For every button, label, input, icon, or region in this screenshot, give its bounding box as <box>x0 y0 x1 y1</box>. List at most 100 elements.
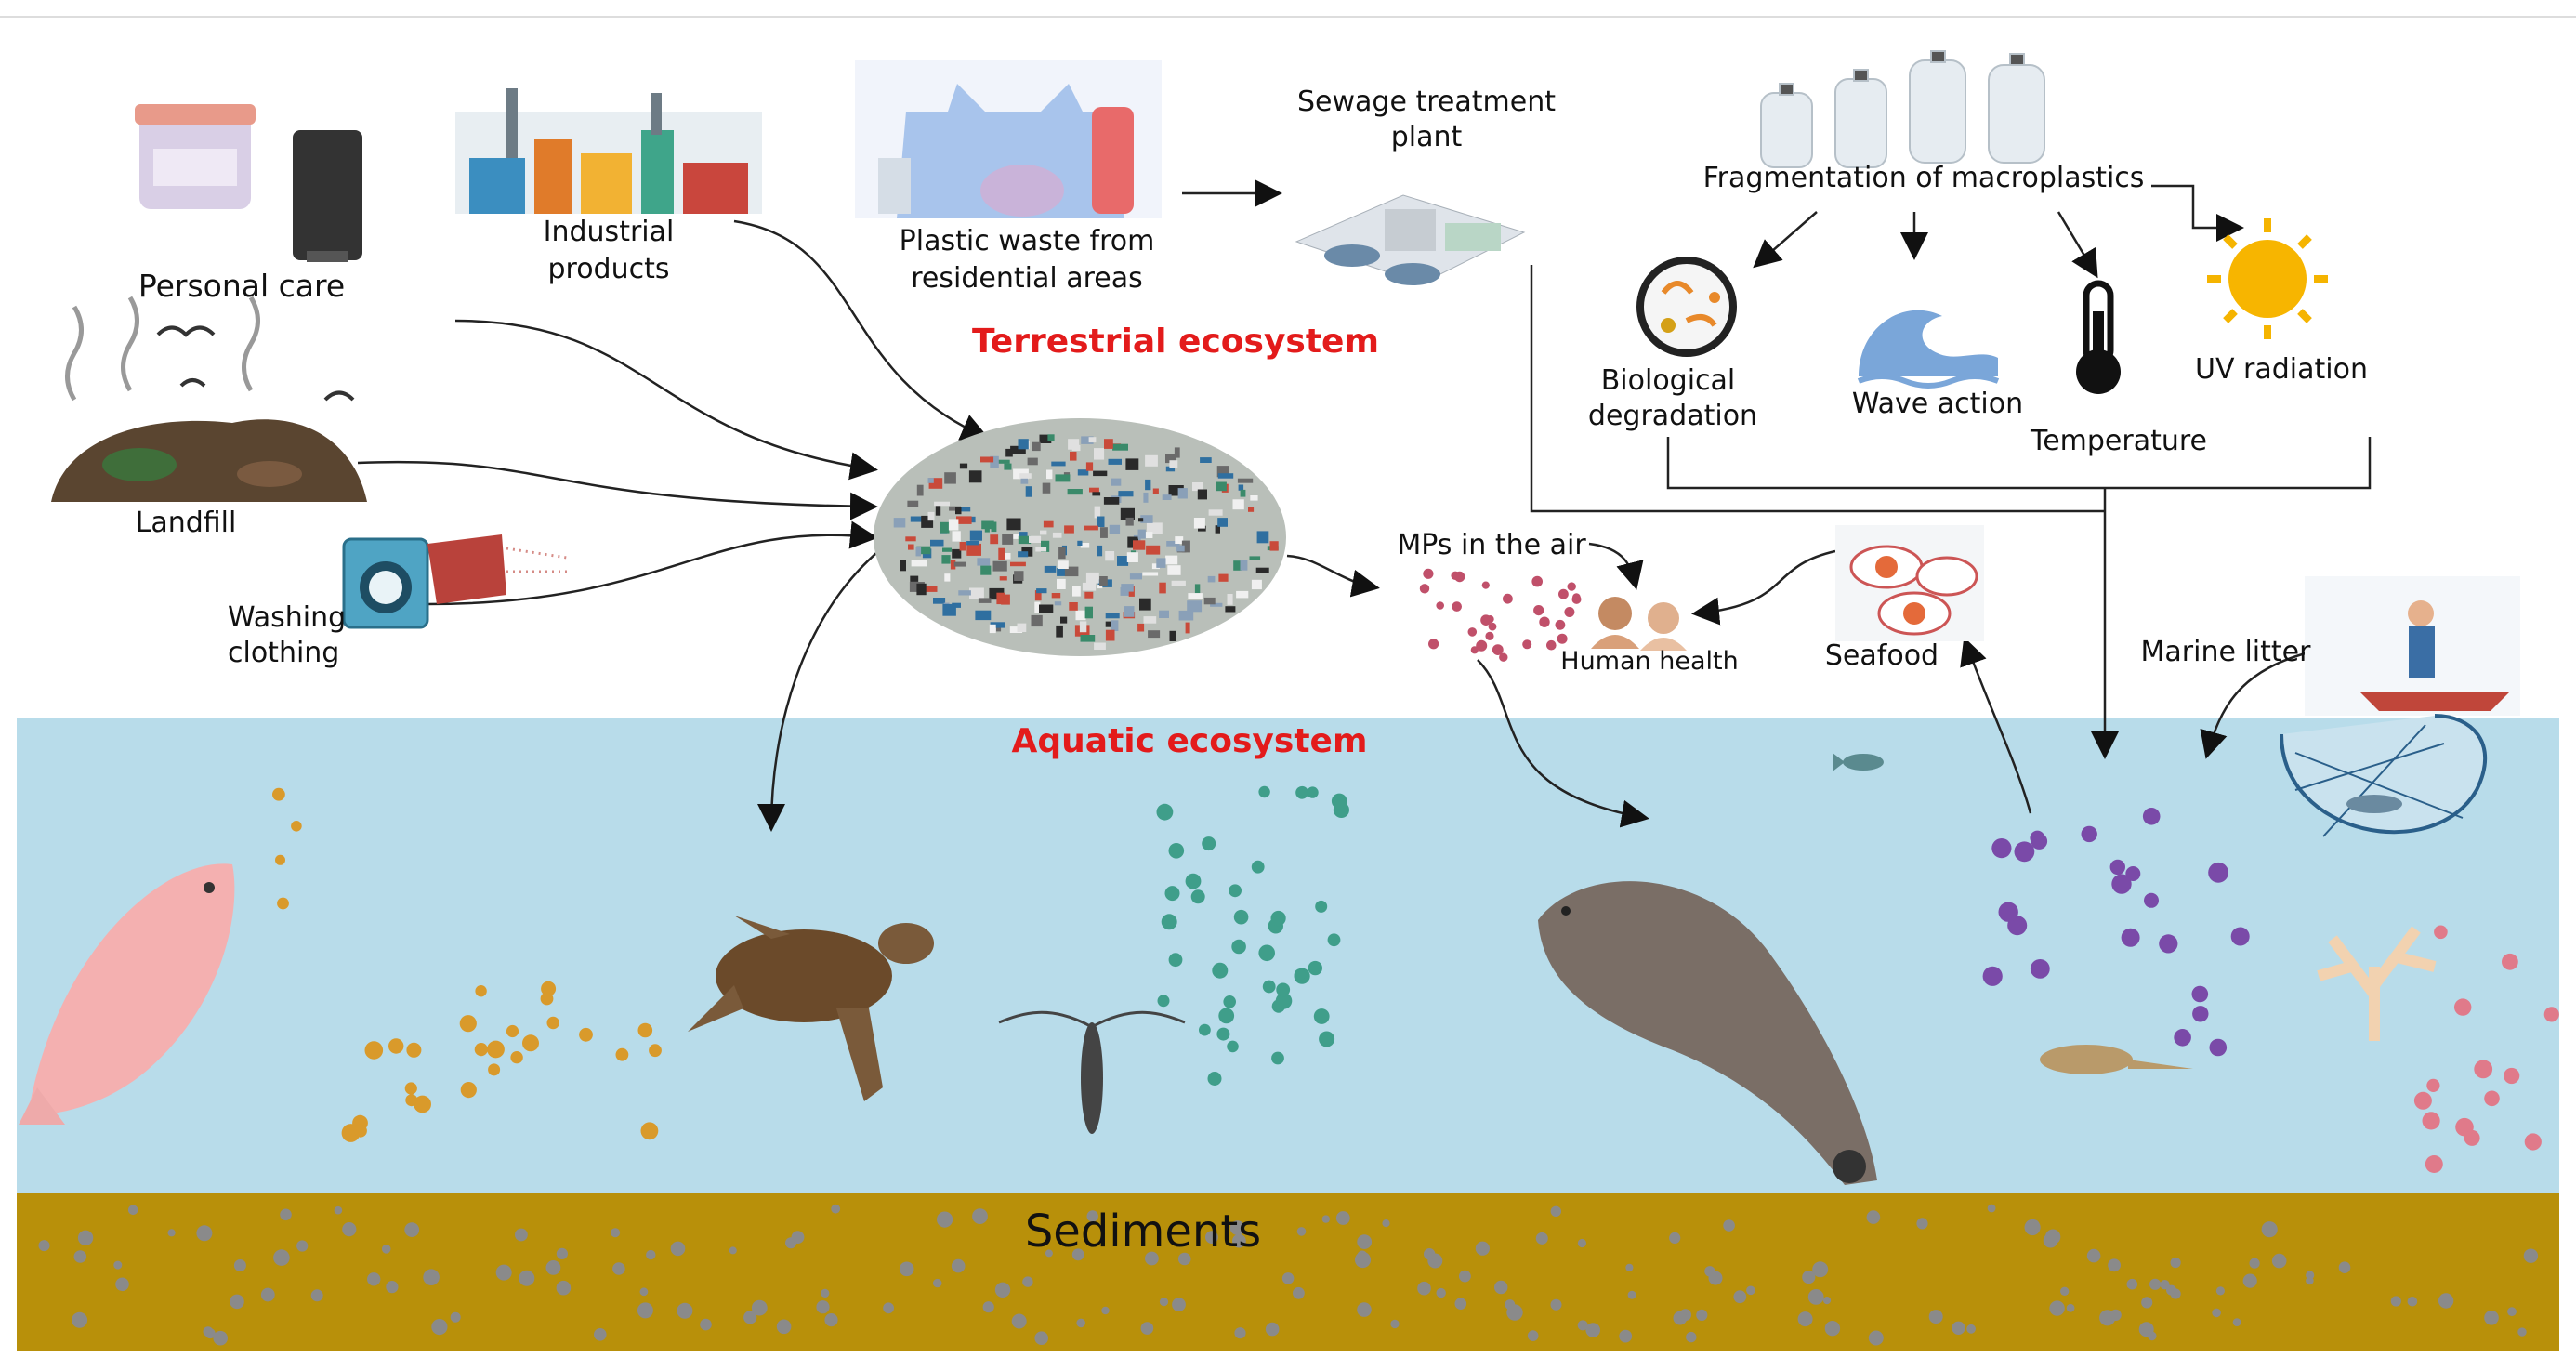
purple-particle <box>2144 892 2159 908</box>
microplastic-fragment <box>1010 445 1026 454</box>
sediment-pebble <box>1577 1320 1588 1331</box>
sediment-pebble <box>2261 1221 2278 1238</box>
sediment-pebble <box>2166 1284 2176 1296</box>
microplastic-fragment <box>1156 558 1166 568</box>
pink-particle <box>2502 953 2518 970</box>
microplastic-fragment <box>893 518 906 528</box>
sediment-pebble <box>204 1328 216 1339</box>
microplastic-fragment <box>1194 584 1201 594</box>
sediment-pebble <box>2024 1219 2041 1236</box>
microplastic-fragment <box>1255 567 1269 573</box>
pink-particle <box>2454 998 2472 1016</box>
microplastic-fragment <box>1009 626 1023 633</box>
sediment-pebble <box>1686 1331 1697 1343</box>
fish-icon <box>19 863 235 1125</box>
teal-particle <box>1295 785 1308 799</box>
sediment-pebble <box>933 1278 942 1288</box>
sediment-pebble <box>637 1302 653 1319</box>
microplastic-fragment <box>1002 534 1014 545</box>
sediment-pebble <box>73 1250 87 1263</box>
sediment-pebble <box>1952 1321 1965 1336</box>
arrow-frag-to-temp <box>2057 211 2098 279</box>
zooplankton-icon <box>998 1010 1186 1134</box>
microplastic-fragment <box>1256 531 1269 544</box>
microplastic-fragment <box>990 622 1005 628</box>
microplastic-fragment <box>1069 602 1078 611</box>
microplastic-fragment <box>1018 551 1029 558</box>
air-particle <box>1452 601 1462 612</box>
sediment-pebble <box>1550 1205 1562 1218</box>
microplastic-fragment <box>952 531 961 542</box>
microplastic-fragment <box>1082 582 1097 591</box>
orange-particle <box>388 1038 404 1054</box>
microplastic-fragment <box>1047 434 1055 441</box>
sediment-pebble <box>1475 1241 1490 1256</box>
microplastic-fragment <box>1004 463 1012 470</box>
air-particle <box>1470 646 1479 654</box>
tadpole-icon <box>2040 1045 2193 1074</box>
sediment-pebble <box>1673 1311 1688 1325</box>
microplastic-fragment <box>1178 610 1194 621</box>
sediment-pebble <box>1205 1231 1218 1244</box>
air-particle <box>1451 571 1460 580</box>
sediment-pebble <box>1140 1322 1154 1335</box>
microplastic-fragment <box>990 534 999 545</box>
sediment-pebble <box>743 1311 757 1324</box>
microplastic-fragment <box>1010 561 1026 567</box>
sediment-pebble <box>982 1301 994 1313</box>
sediment-pebble <box>1696 1309 1708 1321</box>
orange-particle <box>459 1015 477 1033</box>
microplastic-fragment <box>928 478 943 489</box>
sediment-pebble <box>1454 1298 1467 1310</box>
mps-air-label: MPs in the air <box>1397 529 1586 561</box>
sediment-pebble <box>2212 1308 2221 1318</box>
purple-particle <box>1991 838 2012 859</box>
sediment-pebble <box>2215 1286 2225 1296</box>
microplastic-fragment <box>1105 551 1115 561</box>
microplastic-fragment <box>1041 540 1050 552</box>
air-particle <box>1558 588 1569 599</box>
microplastic-fragment <box>1084 525 1098 531</box>
microplastic-fragment <box>1084 591 1094 599</box>
sediment-pebble <box>404 1222 420 1237</box>
petri-dish-icon <box>1636 257 1737 357</box>
microplastic-fragment <box>1238 484 1244 491</box>
microplastic-fragment <box>989 624 996 634</box>
air-particle <box>1476 639 1488 652</box>
orange-particle <box>272 787 285 801</box>
orange-particle <box>474 1043 488 1057</box>
orange-particle <box>640 1122 659 1140</box>
sediment-pebble <box>296 1240 309 1252</box>
microplastic-fragment <box>1004 553 1011 560</box>
microplastic-fragment <box>1068 439 1080 450</box>
air-particle <box>1485 631 1494 641</box>
microplastic-fragment <box>1151 563 1160 570</box>
microplastic-fragment <box>1084 606 1093 619</box>
sediment-pebble <box>1424 1248 1436 1260</box>
microplastic-fragment <box>1089 487 1099 493</box>
purple-particle <box>2191 985 2209 1003</box>
microplastic-fragment <box>1200 457 1212 463</box>
microplastic-fragment <box>969 530 982 541</box>
microplastic-fragment <box>942 547 952 552</box>
microplastic-fragment <box>996 626 1002 632</box>
teal-particle <box>1307 786 1319 798</box>
wave-action-label: Wave action <box>1851 388 2024 420</box>
orange-particle <box>487 1040 505 1059</box>
arrow-pile-to-water <box>757 518 914 832</box>
teal-particle <box>1185 873 1202 889</box>
microplastic-fragment <box>966 543 981 556</box>
microplastic-fragment <box>1094 448 1105 460</box>
microplastic-fragment <box>1167 565 1181 575</box>
microplastic-fragment <box>1018 439 1029 450</box>
sediment-pebble <box>1022 1276 1033 1287</box>
microplastic-fragment <box>1055 474 1071 482</box>
sediment-pebble <box>1172 1298 1186 1311</box>
microplastic-fragment <box>968 470 982 483</box>
microplastic-fragment <box>916 546 931 555</box>
sediment-pebble <box>1357 1234 1373 1249</box>
purple-particle <box>2125 866 2141 881</box>
microplastic-fragment <box>1192 482 1203 492</box>
sediment-pebbles <box>38 1204 2539 1346</box>
